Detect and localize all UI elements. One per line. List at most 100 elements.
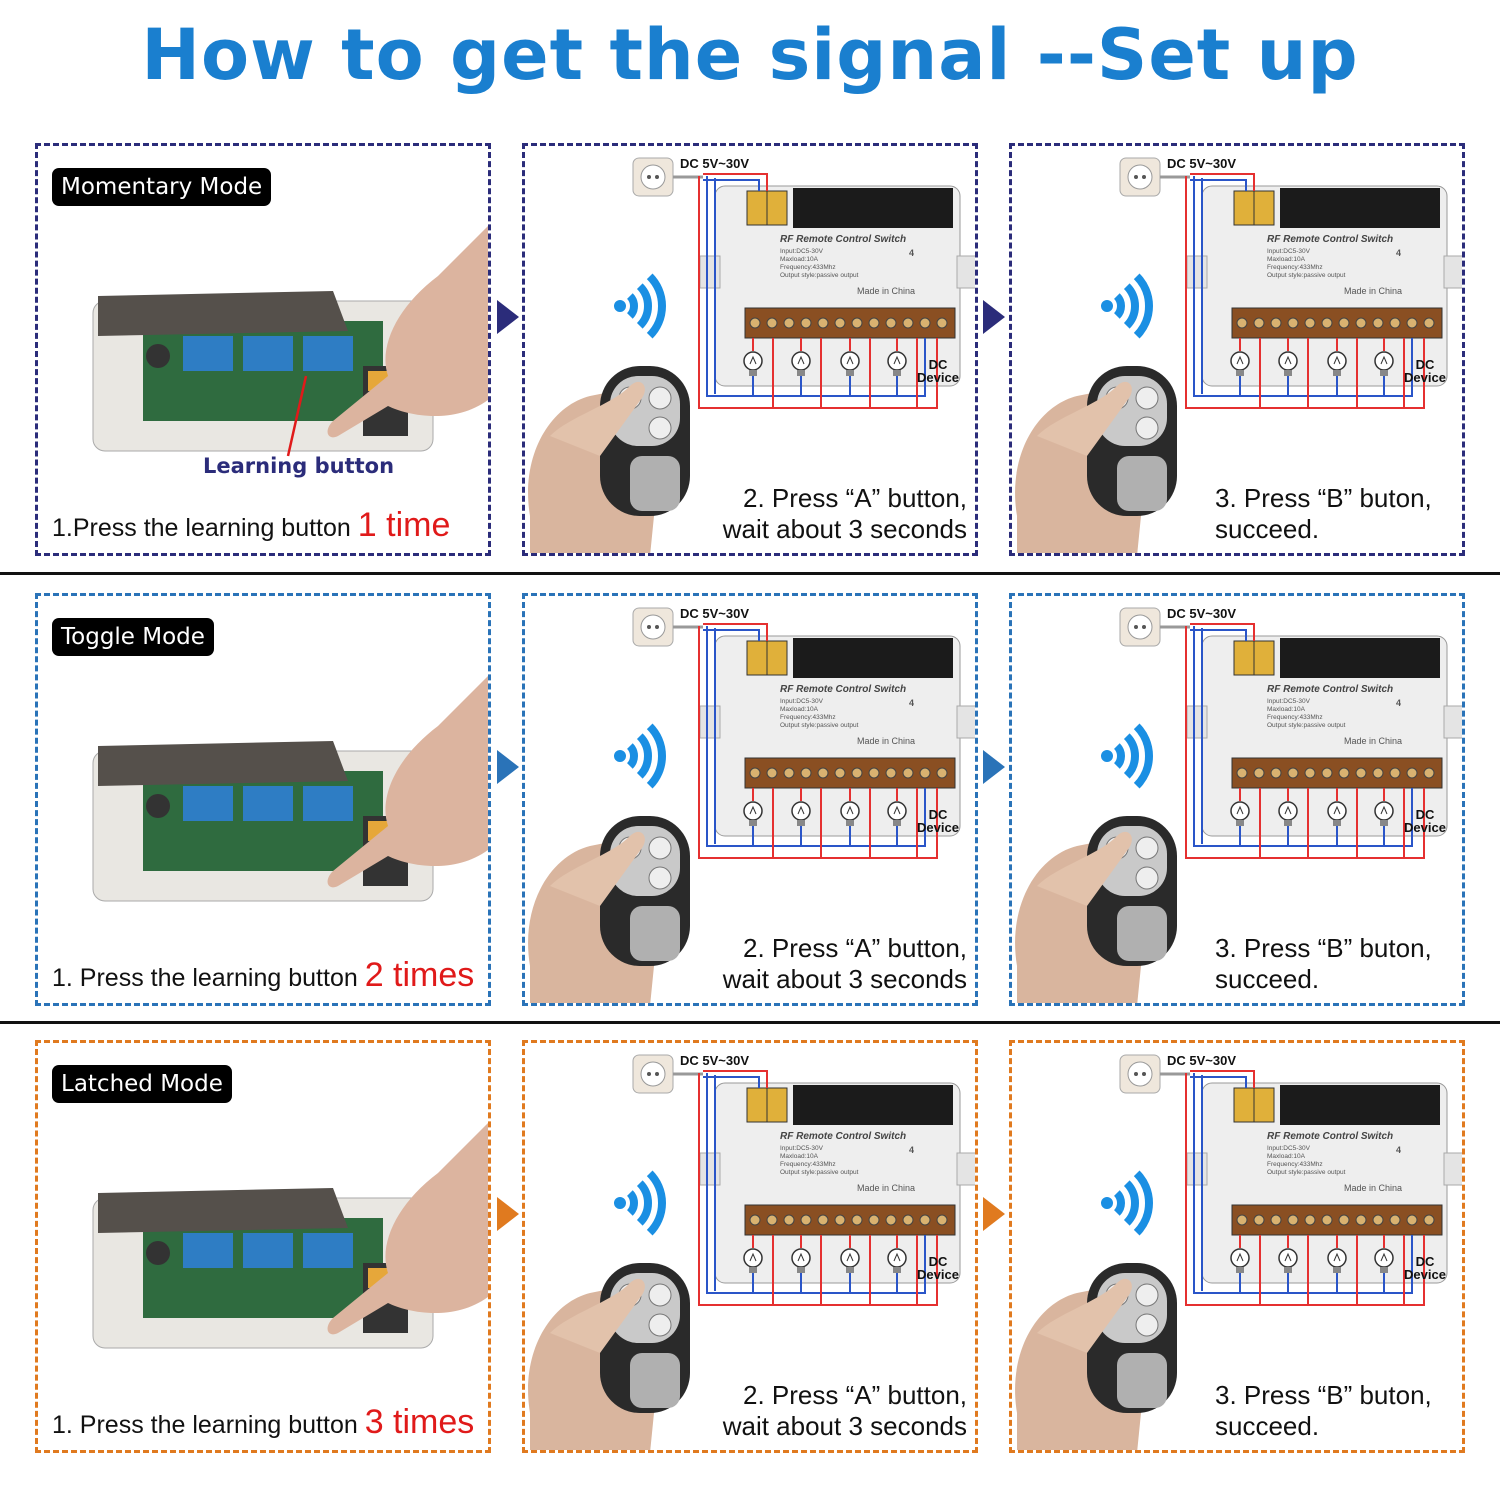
receiver-board-photo: [92, 1123, 488, 1349]
step2-instruction: 2. Press “A” button,wait about 3 seconds: [723, 933, 967, 995]
dc-device-line1: DC: [928, 357, 948, 372]
dc-device-line2: Device: [917, 1267, 959, 1282]
dc-device-line2: Device: [917, 820, 959, 835]
dc-device-line2: Device: [1404, 370, 1446, 385]
arrow-right-icon: [497, 750, 519, 784]
board-made-in: Made in China: [857, 736, 916, 746]
board-title: RF Remote Control Switch: [780, 684, 907, 695]
step3-instruction: 3. Press “B” buton,succeed.: [1215, 1380, 1432, 1442]
board-spec-line: Frequency:433Mhz: [1267, 1161, 1323, 1168]
arrow-right-icon: [497, 300, 519, 334]
dc-device-line1: DC: [1415, 1254, 1435, 1269]
step1-text: 1. Press the learning button: [52, 964, 358, 992]
step2-line1: 2. Press “A” button,: [743, 933, 967, 963]
board-title: RF Remote Control Switch: [1267, 684, 1394, 695]
light-bulb-icon: [791, 801, 811, 826]
board-spec-line: Output style:passive output: [1267, 272, 1346, 279]
step3-instruction: 3. Press “B” buton,succeed.: [1215, 483, 1432, 545]
board-spec-line: Output style:passive output: [780, 722, 859, 729]
board-spec-line: Input:DC5-30V: [1267, 698, 1310, 705]
step1-text: 1.Press the learning button: [52, 514, 351, 542]
remote-control-icon: [528, 1263, 690, 1450]
power-label: DC 5V~30V: [1167, 156, 1237, 171]
step1-instruction: 1.Press the learning button 1 time: [52, 506, 450, 545]
board-spec-line: Maxload:10A: [1267, 256, 1305, 263]
light-bulb-icon: [791, 351, 811, 376]
board-made-in: Made in China: [1344, 736, 1403, 746]
light-bulb-icon: [1327, 351, 1347, 376]
board-spec-line: Input:DC5-30V: [1267, 1145, 1310, 1152]
board-spec-line: Frequency:433Mhz: [1267, 714, 1323, 721]
board-spec-line: Frequency:433Mhz: [780, 714, 836, 721]
arrow-right-icon: [983, 750, 1005, 784]
dc-device-line1: DC: [1415, 807, 1435, 822]
light-bulb-icon: [1327, 801, 1347, 826]
light-bulb-icon: [743, 351, 763, 376]
board-spec-line: Input:DC5-30V: [780, 698, 823, 705]
arrow-right-icon: [497, 1197, 519, 1231]
power-socket-icon: [1119, 607, 1161, 647]
board-spec-line: Maxload:10A: [780, 256, 818, 263]
wifi-signal-icon: [614, 723, 666, 789]
step3-line1: 3. Press “B” buton,: [1215, 1380, 1432, 1410]
mode-badge: Momentary Mode: [52, 168, 272, 206]
power-label: DC 5V~30V: [680, 1053, 750, 1068]
board-made-in: Made in China: [1344, 286, 1403, 296]
arrow-right-icon: [983, 1197, 1005, 1231]
board-spec-line: Maxload:10A: [1267, 1153, 1305, 1160]
dc-device-line1: DC: [1415, 357, 1435, 372]
learning-button-label: Learning button: [203, 454, 395, 478]
power-socket-icon: [1119, 1054, 1161, 1094]
remote-control-icon: [1015, 1263, 1177, 1450]
dc-device-line1: DC: [928, 1254, 948, 1269]
remote-control-icon: [1015, 816, 1177, 1003]
step3-line2: succeed.: [1215, 964, 1320, 994]
light-bulb-icon: [743, 801, 763, 826]
board-made-in: Made in China: [857, 1183, 916, 1193]
board-channel-badge: 4: [1396, 1145, 1402, 1155]
mode-badge: Toggle Mode: [52, 618, 214, 656]
step3-line2: succeed.: [1215, 1411, 1320, 1441]
board-spec-line: Output style:passive output: [1267, 1169, 1346, 1176]
dc-device-line1: DC: [928, 807, 948, 822]
board-spec-line: Output style:passive output: [1267, 722, 1346, 729]
step2-line1: 2. Press “A” button,: [743, 1380, 967, 1410]
step3-line2: succeed.: [1215, 514, 1320, 544]
receiver-board-photo: [92, 676, 488, 902]
step1-instruction: 1. Press the learning button 3 times: [52, 1403, 474, 1442]
board-made-in: Made in China: [857, 286, 916, 296]
hand-pointing: [327, 1123, 488, 1335]
step2-line1: 2. Press “A” button,: [743, 483, 967, 513]
board-spec-line: Frequency:433Mhz: [780, 1161, 836, 1168]
light-bulb-icon: [840, 801, 860, 826]
light-bulb-icon: [743, 1248, 763, 1273]
board-spec-line: Output style:passive output: [780, 1169, 859, 1176]
hand-pointing: [327, 226, 488, 438]
light-bulb-icon: [1374, 801, 1394, 826]
board-spec-line: Maxload:10A: [780, 706, 818, 713]
board-spec-line: Maxload:10A: [1267, 706, 1305, 713]
light-bulb-icon: [1230, 351, 1250, 376]
power-label: DC 5V~30V: [1167, 1053, 1237, 1068]
board-spec-line: Input:DC5-30V: [780, 248, 823, 255]
power-socket-icon: [632, 157, 674, 197]
step1-instruction: 1. Press the learning button 2 times: [52, 956, 474, 995]
board-title: RF Remote Control Switch: [1267, 234, 1394, 245]
step3-line1: 3. Press “B” buton,: [1215, 933, 1432, 963]
light-bulb-icon: [887, 351, 907, 376]
step3-instruction: 3. Press “B” buton,succeed.: [1215, 933, 1432, 995]
power-label: DC 5V~30V: [680, 156, 750, 171]
power-label: DC 5V~30V: [680, 606, 750, 621]
remote-control-icon: [528, 816, 690, 1003]
row-separator: [0, 572, 1500, 575]
